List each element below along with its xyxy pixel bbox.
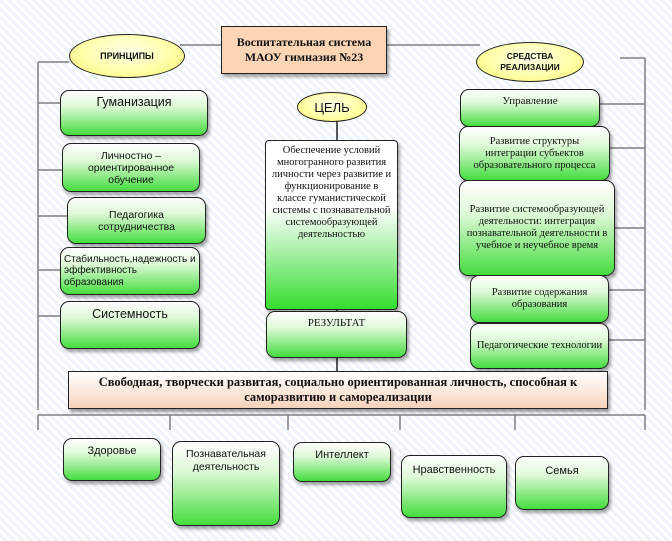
principle-stability: Стабильность,надежность и эффективность …	[60, 247, 200, 295]
system-title-line2: МАОУ гимназия №23	[244, 50, 364, 64]
principle-personality-oriented: Личностно – ориентированное обучение	[62, 143, 200, 192]
means-ellipse: СРЕДСТВА РЕАЛИЗАЦИИ	[476, 42, 584, 82]
outcome-morality: Нравственность	[401, 455, 507, 518]
principle-systemacity: Системность	[60, 301, 200, 349]
principle-humanization: Гуманизация	[60, 90, 208, 136]
principles-ellipse: ПРИНЦИПЫ	[69, 34, 185, 78]
principle-cooperation-pedagogy: Педагогика сотрудничества	[67, 197, 206, 244]
means-integration-structure: Развитие структуры интеграции субъектов …	[459, 126, 610, 181]
result-label: РЕЗУЛЬТАТ	[307, 317, 366, 329]
goal-description-box: Обеспечение условий многогранного развит…	[265, 140, 398, 310]
outcome-health: Здоровье	[63, 438, 161, 481]
means-system-forming-activity: Развитие системообразующей деятельности:…	[459, 180, 615, 276]
outcome-cognitive-activity: Познавательная деятельность	[172, 441, 280, 526]
system-title-line1: Воспитательная система	[236, 35, 372, 49]
goal-description: Обеспечение условий многогранного развит…	[271, 145, 392, 240]
means-label-line1: СРЕДСТВА	[506, 51, 554, 61]
system-title-box: Воспитательная система МАОУ гимназия №23	[221, 26, 387, 74]
personality-outcome-box: Свободная, творчески развитая, социально…	[68, 371, 608, 409]
principles-label: ПРИНЦИПЫ	[100, 51, 154, 61]
means-management: Управление	[460, 89, 600, 127]
means-education-content: Развитие содержания образования	[470, 275, 609, 323]
goal-ellipse: ЦЕЛЬ	[297, 92, 367, 122]
means-label-line2: РЕАЛИЗАЦИИ	[500, 62, 560, 72]
result-box: РЕЗУЛЬТАТ	[266, 311, 407, 358]
personality-outcome-text: Свободная, творчески развитая, социально…	[98, 375, 578, 404]
outcome-family: Семья	[515, 456, 609, 510]
outcome-intellect: Интеллект	[293, 442, 391, 482]
goal-label: ЦЕЛЬ	[314, 99, 350, 115]
means-pedagogical-technologies: Педагогические технологии	[470, 323, 609, 369]
